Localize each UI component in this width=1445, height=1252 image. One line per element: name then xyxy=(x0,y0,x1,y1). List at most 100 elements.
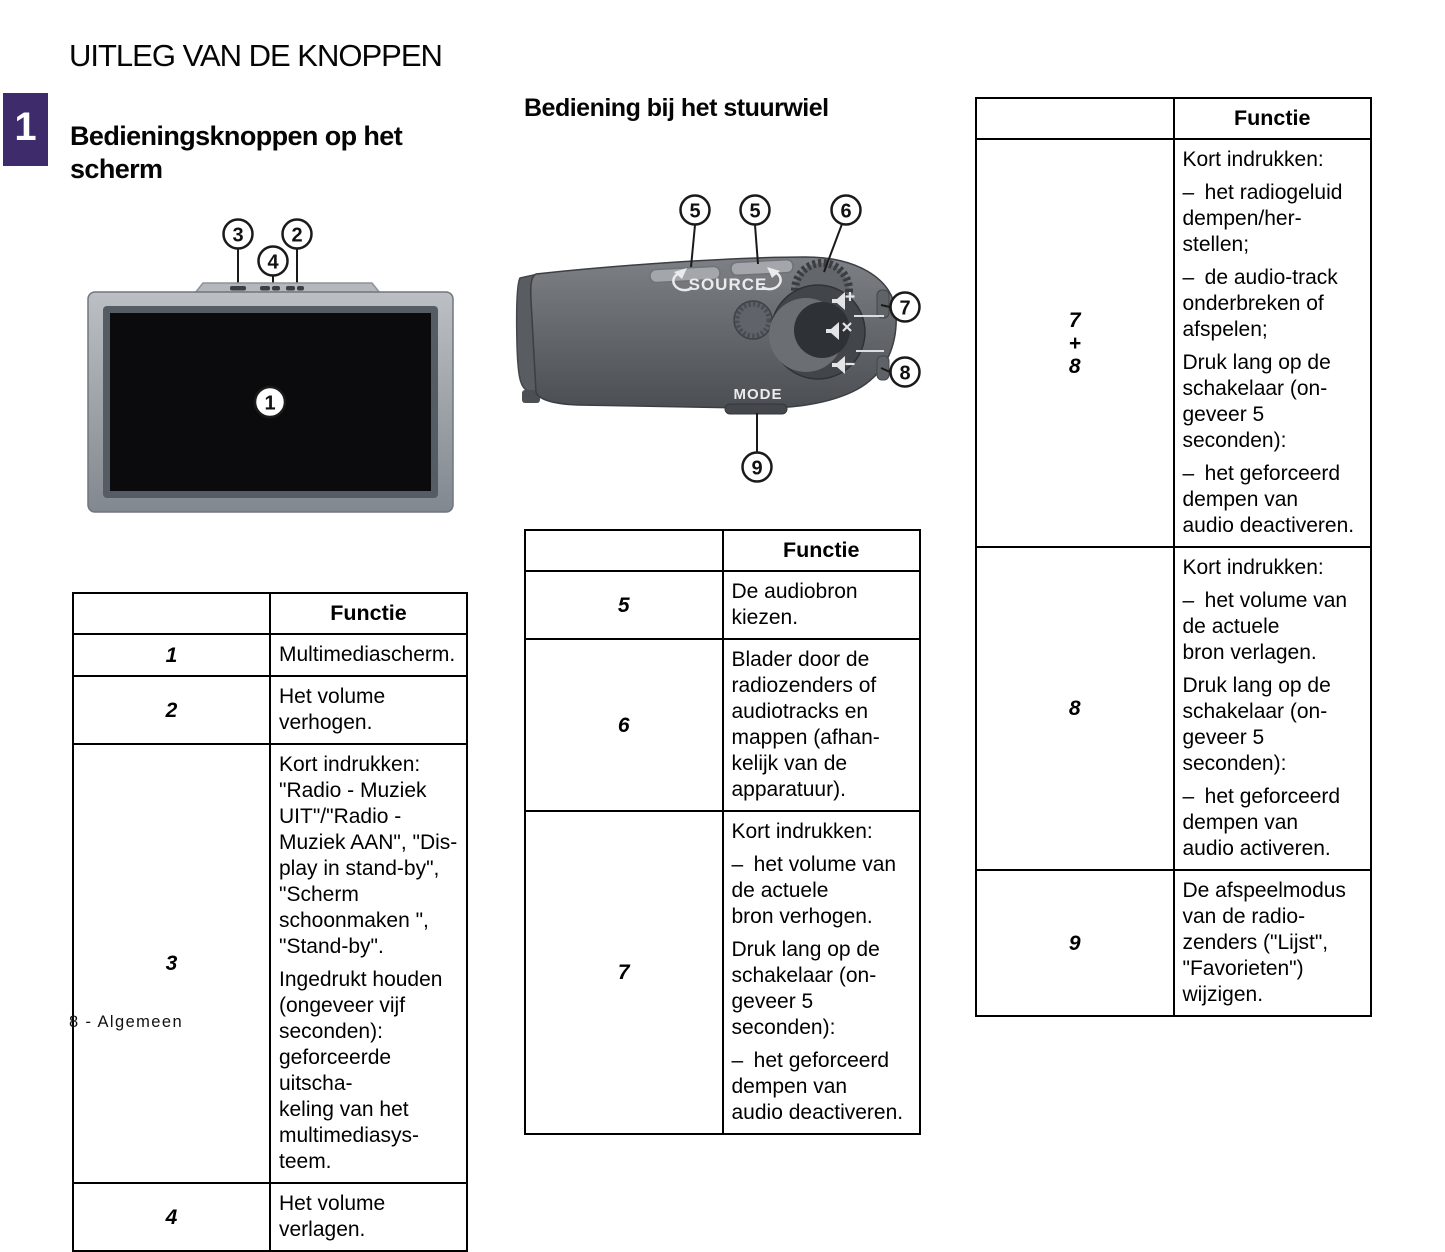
functie-table-screen: Functie 1 Multimediascherm. 2 Het volume… xyxy=(72,592,468,1252)
chapter-badge: 1 xyxy=(3,93,48,166)
cell-paragraph: – het geforceerd dempen van audio active… xyxy=(1182,785,1341,860)
cell-paragraph: – het radiogeluid dempen/her- stellen; xyxy=(1182,181,1343,256)
cell-paragraph: Multimediascherm. xyxy=(279,643,456,666)
table-header-row: Functie xyxy=(975,97,1372,140)
cell-paragraph: Blader door de radiozenders of audiotrac… xyxy=(731,648,880,801)
mode-button xyxy=(724,403,788,415)
row-number-cell: 9 xyxy=(975,869,1175,1017)
table-row: 5 De audiobron kiezen. xyxy=(524,570,921,640)
row-number-cell: 1 xyxy=(72,633,271,677)
functie-table-stalk: Functie 5 De audiobron kiezen. 6 Blader … xyxy=(524,529,921,1135)
volume-mute-icon xyxy=(826,322,852,340)
section-heading-steering-wheel: Bediening bij het stuurwiel xyxy=(524,94,829,122)
cell-paragraph: Ingedrukt houden (ongeveer vijf seconden… xyxy=(279,968,443,1173)
table-header-row: Functie xyxy=(72,592,468,635)
row-function-cell: Blader door de radiozenders of audiotrac… xyxy=(721,638,921,812)
row-function-cell: Het volume verlagen. xyxy=(269,1182,468,1252)
svg-text:4: 4 xyxy=(267,252,279,274)
table-row: 2 Het volume verhogen. xyxy=(72,675,468,745)
callout-2: 2 xyxy=(281,218,313,250)
row-function-cell: Kort indrukken: "Radio - Muziek UIT"/"Ra… xyxy=(269,743,468,1184)
stalk-foot xyxy=(522,390,540,403)
svg-text:5: 5 xyxy=(749,201,760,223)
cell-paragraph: De afspeelmodus van de radio- zenders ("… xyxy=(1182,879,1346,1006)
row-function-cell: De afspeelmodus van de radio- zenders ("… xyxy=(1172,869,1372,1017)
header-empty-cell xyxy=(975,97,1175,140)
table-row: 7 + 8 Kort indrukken: – het radiogeluid … xyxy=(975,138,1372,548)
header-functie-cell: Functie xyxy=(721,529,921,572)
table-header-row: Functie xyxy=(524,529,921,572)
table-row: 9 De afspeelmodus van de radio- zenders … xyxy=(975,869,1372,1017)
svg-text:2: 2 xyxy=(291,225,302,247)
row-number-cell: 7 + 8 xyxy=(975,138,1175,548)
cell-paragraph: – het geforceerd dempen van audio deacti… xyxy=(1182,462,1355,537)
table-row: 1 Multimediascherm. xyxy=(72,633,468,677)
table-row: 3 Kort indrukken: "Radio - Muziek UIT"/"… xyxy=(72,743,468,1184)
row-number-cell: 2 xyxy=(72,675,271,745)
volume-up-key xyxy=(876,289,890,319)
screen-top-buttons xyxy=(230,286,304,291)
callout-6: 6 xyxy=(830,194,862,226)
cell-paragraph: Kort indrukken: xyxy=(731,820,873,843)
volume-down-icon xyxy=(832,356,855,374)
callout-7: 7 xyxy=(889,291,921,323)
svg-text:9: 9 xyxy=(751,458,762,480)
side-wheel xyxy=(733,300,773,340)
row-function-cell: Kort indrukken: – het volume van de actu… xyxy=(1172,546,1372,871)
cell-paragraph: – de audio-track onderbreken of afspelen… xyxy=(1182,266,1338,341)
callout-9: 9 xyxy=(741,451,773,483)
table-row: 8 Kort indrukken: – het volume van de ac… xyxy=(975,546,1372,871)
header-functie-cell: Functie xyxy=(1172,97,1372,140)
leader-line xyxy=(880,304,891,308)
table-row: 6 Blader door de radiozenders of audiotr… xyxy=(524,638,921,812)
row-number-cell: 7 xyxy=(524,810,724,1135)
source-arrow-right-icon xyxy=(761,267,782,291)
row-function-cell: Multimediascherm. xyxy=(269,633,468,677)
cell-paragraph: Druk lang op de schakelaar (on- geveer 5… xyxy=(1182,674,1331,775)
svg-text:6: 6 xyxy=(840,201,851,223)
callout-4: 4 xyxy=(257,245,289,277)
cell-paragraph: Het volume verhogen. xyxy=(279,685,386,734)
cell-paragraph: – het volume van de actuele bron verlage… xyxy=(1182,589,1348,664)
cell-paragraph: Het volume verlagen. xyxy=(279,1192,386,1241)
callout-5a: 5 xyxy=(679,194,711,226)
svg-text:3: 3 xyxy=(232,225,243,247)
svg-text:7: 7 xyxy=(899,298,910,320)
chapter-number: 1 xyxy=(14,105,37,149)
row-number-cell: 3 xyxy=(72,743,271,1184)
volume-dial xyxy=(769,284,866,380)
cell-paragraph: – het geforceerd dempen van audio deacti… xyxy=(731,1049,904,1124)
header-functie-cell: Functie xyxy=(269,592,468,635)
callout-8: 8 xyxy=(889,356,921,388)
row-number-cell: 8 xyxy=(975,546,1175,871)
table-row: 7 Kort indrukken: – het volume van de ac… xyxy=(524,810,921,1135)
callout-5b: 5 xyxy=(739,194,771,226)
cell-paragraph: Kort indrukken: xyxy=(1182,148,1324,171)
header-empty-cell xyxy=(524,529,724,572)
footer-page-label: 8 - Algemeen xyxy=(69,1013,184,1031)
cell-paragraph: Kort indrukken: "Radio - Muziek UIT"/"Ra… xyxy=(279,753,458,958)
functie-table-stalk-2: Functie 7 + 8 Kort indrukken: – het radi… xyxy=(975,97,1372,1017)
callout-3: 3 xyxy=(222,218,254,250)
source-arrow-left-icon xyxy=(672,268,693,292)
volume-up-icon xyxy=(832,292,855,310)
leader-line xyxy=(690,224,696,268)
source-button-right xyxy=(730,258,794,277)
svg-text:5: 5 xyxy=(689,201,700,223)
row-number-cell: 5 xyxy=(524,570,724,640)
table-row: 4 Het volume verlagen. xyxy=(72,1182,468,1252)
cell-paragraph: Druk lang op de schakelaar (on- geveer 5… xyxy=(731,938,880,1039)
cell-paragraph: – het volume van de actuele bron verhoge… xyxy=(731,853,897,928)
row-number-cell: 6 xyxy=(524,638,724,812)
source-label: SOURCE xyxy=(689,275,768,294)
source-button-left xyxy=(649,265,721,284)
svg-text:8: 8 xyxy=(899,363,910,385)
mode-label: MODE xyxy=(734,386,783,403)
figure-steering-stalk: SOURCE MODE xyxy=(515,194,921,483)
cell-paragraph: Kort indrukken: xyxy=(1182,556,1324,579)
section-heading-screen-buttons: Bedieningsknoppen op het scherm xyxy=(70,121,403,184)
row-function-cell: Kort indrukken: – het volume van de actu… xyxy=(721,810,921,1135)
header-empty-cell xyxy=(72,592,271,635)
leader-line xyxy=(823,223,843,273)
row-function-cell: Kort indrukken: – het radiogeluid dempen… xyxy=(1172,138,1372,548)
